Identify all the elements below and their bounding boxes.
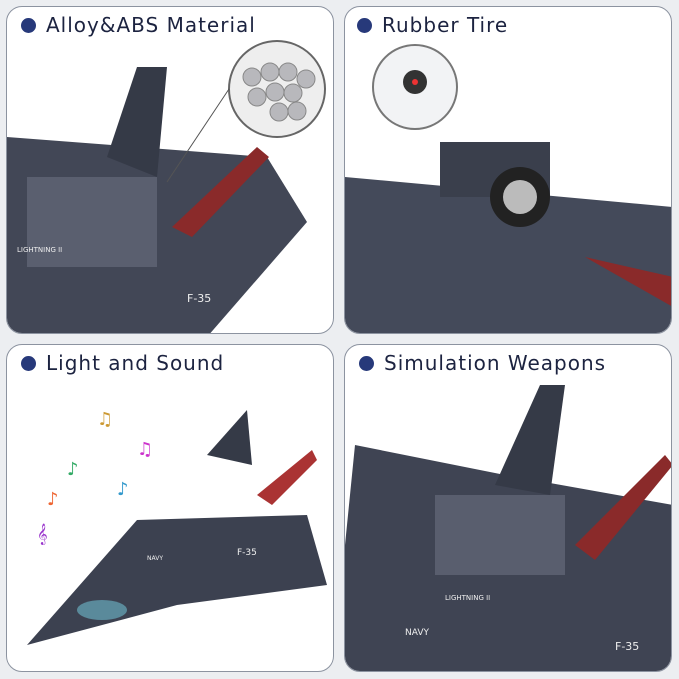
svg-text:LIGHTNING II: LIGHTNING II	[17, 246, 62, 254]
bullet-icon	[359, 355, 374, 371]
panel-simulation-weapons: Simulation Weapons F-35 NAVY LIGHTNING I…	[344, 344, 672, 672]
jet-light-sound-image: F-35 NAVY 𝄞 ♫ ♪ ♪ ♫ ♪	[27, 409, 327, 645]
svg-text:F-35: F-35	[615, 640, 639, 653]
svg-text:♪: ♪	[47, 489, 59, 510]
svg-text:NAVY: NAVY	[405, 628, 429, 638]
panel-title: Rubber Tire	[357, 13, 508, 37]
bullet-icon	[357, 17, 372, 33]
svg-text:♫: ♫	[97, 409, 113, 430]
jet-closeup-image: F-35 LIGHTNING II	[7, 40, 326, 333]
panel-title: Alloy&ABS Material	[21, 13, 256, 37]
svg-text:LIGHTNING II: LIGHTNING II	[445, 594, 490, 602]
music-notes-icon: 𝄞 ♫ ♪ ♪ ♫ ♪	[37, 409, 153, 545]
svg-text:♫: ♫	[137, 439, 153, 460]
svg-text:♪: ♪	[67, 459, 79, 480]
panel-title: Simulation Weapons	[359, 351, 606, 375]
svg-text:♪: ♪	[117, 479, 129, 500]
panel-light-sound: Light and Sound F-35 NAVY 𝄞 ♫ ♪ ♪ ♫ ♪	[6, 344, 334, 672]
bullet-icon	[21, 17, 36, 33]
panel-title: Light and Sound	[21, 351, 224, 375]
panel-rubber-tire: Rubber Tire	[344, 6, 672, 334]
svg-text:NAVY: NAVY	[147, 555, 163, 562]
svg-text:F-35: F-35	[237, 548, 257, 558]
jet-tire-image	[345, 44, 671, 333]
svg-text:𝄞: 𝄞	[37, 524, 48, 545]
bullet-icon	[21, 355, 36, 371]
svg-text:F-35: F-35	[187, 292, 211, 305]
panel-alloy-material: Alloy&ABS Material F-35 LIGHTNING II	[6, 6, 334, 334]
jet-weapons-image: F-35 NAVY LIGHTNING II	[345, 385, 671, 671]
